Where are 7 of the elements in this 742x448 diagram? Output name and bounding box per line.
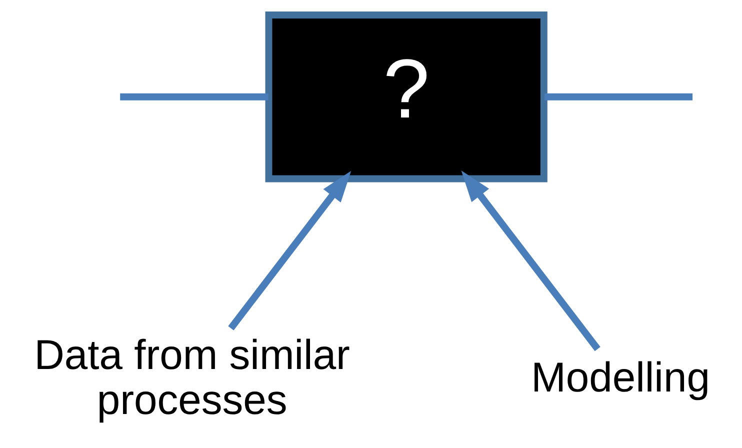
connector xyxy=(120,93,268,100)
node-box: ? xyxy=(264,12,547,182)
node-text: Modelling xyxy=(530,354,710,401)
connector xyxy=(544,93,692,100)
arrow xyxy=(460,170,600,352)
arrow xyxy=(228,170,351,330)
node-text: Data from similar processes xyxy=(34,330,350,424)
